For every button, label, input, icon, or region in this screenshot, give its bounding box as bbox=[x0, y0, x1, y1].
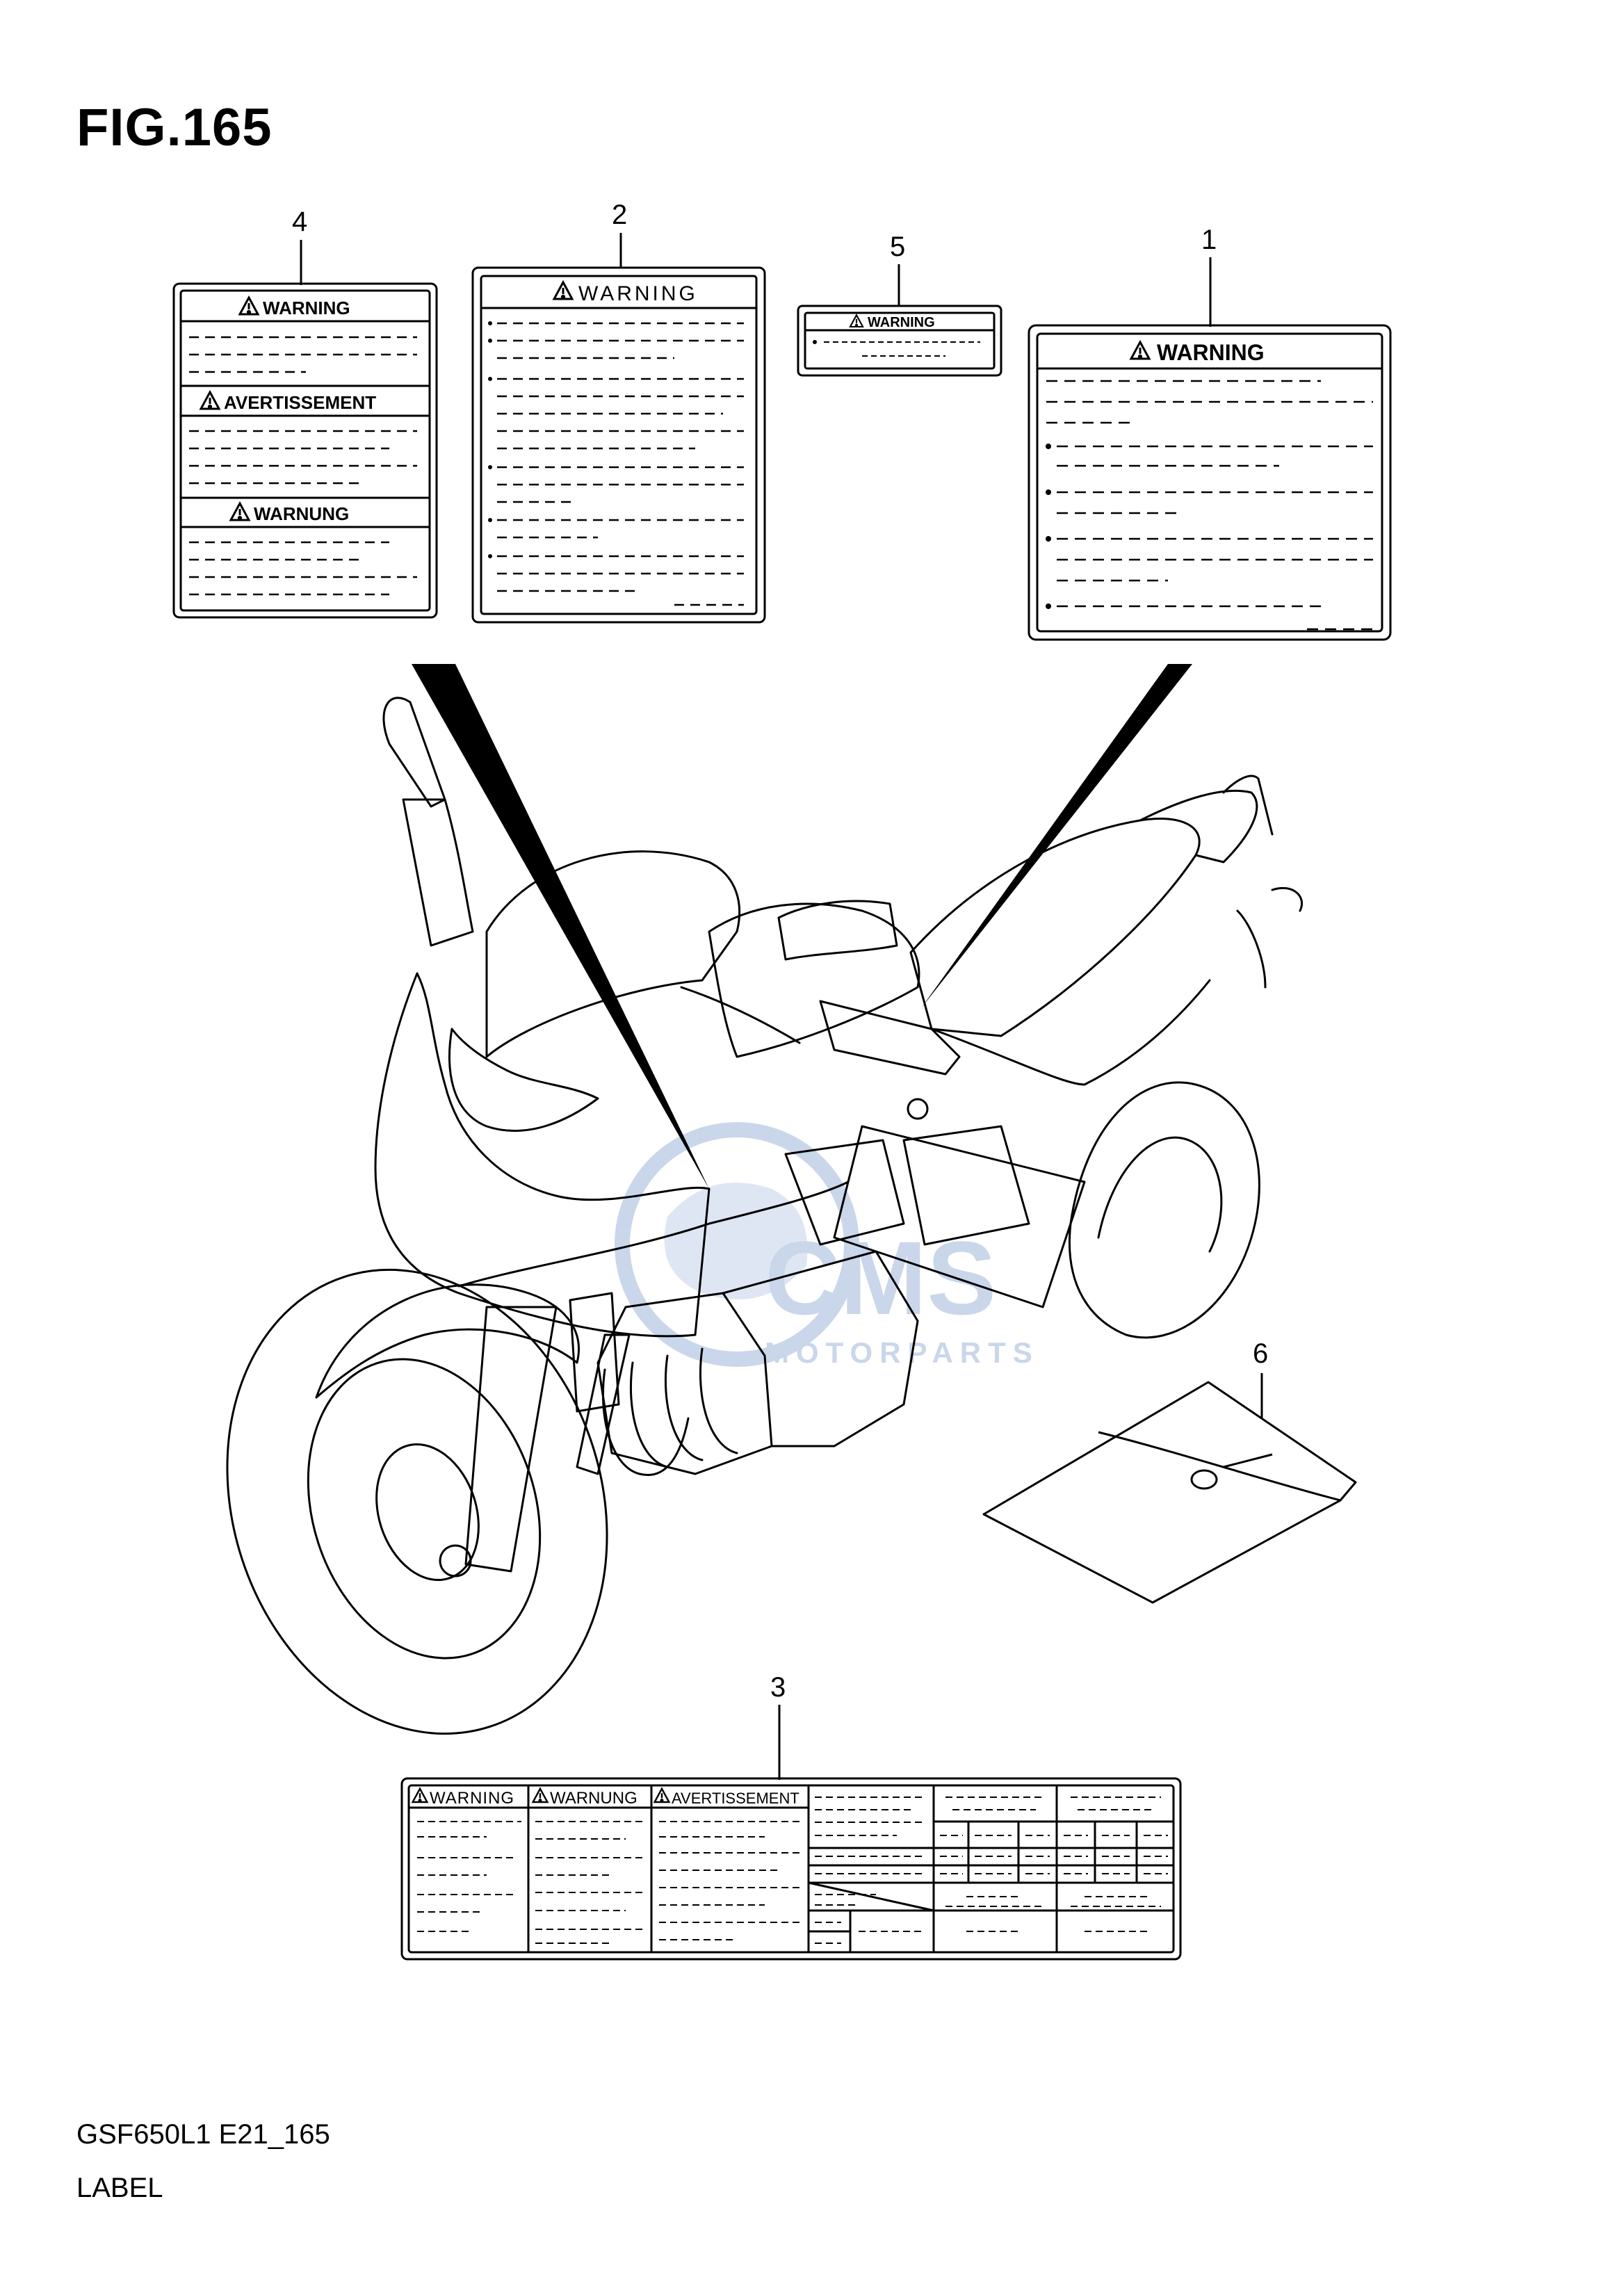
label-3-heading-1: WARNING bbox=[430, 1789, 514, 1808]
label-2-heading: WARNING bbox=[578, 282, 698, 305]
section-name: LABEL bbox=[76, 2173, 163, 2203]
label-6 bbox=[982, 1381, 1357, 1604]
label-2: WARNING bbox=[471, 266, 766, 624]
figure-title: FIG.165 bbox=[76, 98, 273, 157]
callout-3: 3 bbox=[770, 1672, 786, 1703]
label-3: WARNING WARNUNG AVERTISSEMENT bbox=[400, 1777, 1182, 1961]
callout-2: 2 bbox=[612, 200, 627, 230]
label-1: WARNING bbox=[1028, 324, 1392, 641]
label-4: WARNING AVERTISSEMENT WARNUNG bbox=[172, 282, 438, 619]
callout-6: 6 bbox=[1253, 1338, 1268, 1369]
pointer-wedges bbox=[412, 664, 1192, 1189]
model-code: GSF650L1 E21_165 bbox=[76, 2119, 330, 2150]
callouts: 4 2 5 1 6 3 bbox=[292, 200, 1268, 1780]
motorcycle-outline bbox=[226, 697, 1304, 1735]
label-4-heading-3: WARNUNG bbox=[254, 503, 349, 524]
label-1-heading: WARNING bbox=[1157, 340, 1265, 365]
label-5-heading: WARNING bbox=[868, 315, 935, 330]
callout-5: 5 bbox=[890, 232, 905, 262]
label-4-heading-1: WARNING bbox=[263, 298, 350, 318]
callout-1: 1 bbox=[1201, 225, 1217, 255]
callout-4: 4 bbox=[292, 206, 307, 237]
label-3-heading-2: WARNUNG bbox=[550, 1789, 638, 1808]
watermark: CMS MOTORPARTS bbox=[615, 1122, 1039, 1369]
watermark-text: MOTORPARTS bbox=[765, 1336, 1039, 1369]
label-4-heading-2: AVERTISSEMENT bbox=[224, 392, 376, 413]
label-5: WARNING bbox=[797, 305, 1002, 377]
label-3-heading-3: AVERTISSEMENT bbox=[672, 1790, 799, 1807]
